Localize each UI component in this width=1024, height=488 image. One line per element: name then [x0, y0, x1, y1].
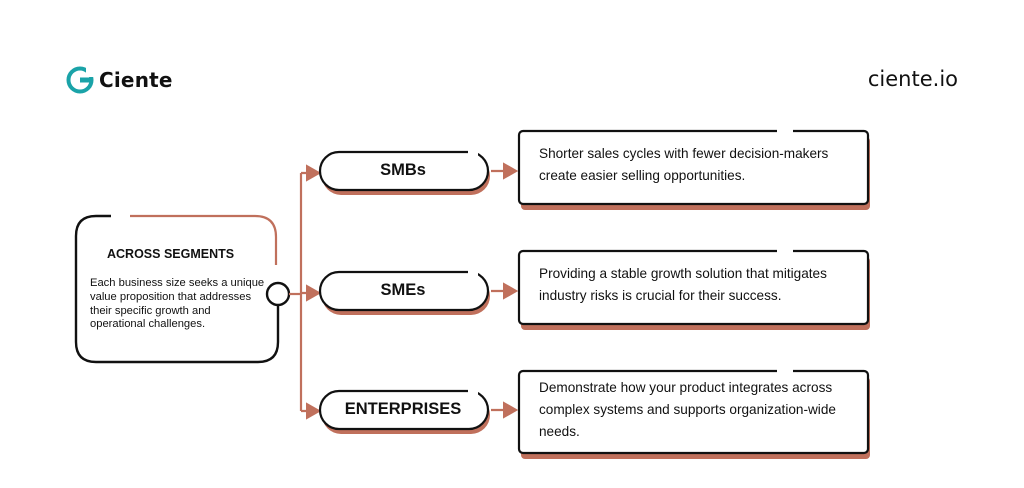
- brand-logo: Ciente: [66, 66, 173, 94]
- segment-label-enterprises: ENTERPRISES: [344, 400, 462, 418]
- branch-connectors: [289, 164, 322, 420]
- pill-smes: [318, 269, 490, 315]
- segment-description-smes: Providing a stable growth solution that …: [539, 266, 827, 303]
- site-url: ciente.io: [867, 67, 958, 91]
- segment-label-smes: SMEs: [380, 281, 426, 299]
- pill-smbs: [318, 149, 490, 195]
- root-connector-node: [265, 281, 291, 307]
- desc-box-smes: [517, 248, 870, 330]
- segment-label-smbs: SMBs: [380, 161, 426, 179]
- pill-enterprises: [318, 388, 490, 434]
- segment-description-smbs: Shorter sales cycles with fewer decision…: [539, 146, 829, 183]
- root-description: Each business size seeks a unique value …: [90, 277, 265, 331]
- segment-description-enterprises: Demonstrate how your product integrates …: [539, 380, 836, 439]
- brand-name: Ciente: [99, 68, 173, 92]
- desc-box-enterprises: [517, 368, 870, 459]
- root-title: ACROSS SEGMENTS: [107, 247, 235, 261]
- root-box: [74, 214, 291, 364]
- ciente-logo-icon: [66, 66, 94, 94]
- desc-box-smbs: [517, 128, 870, 210]
